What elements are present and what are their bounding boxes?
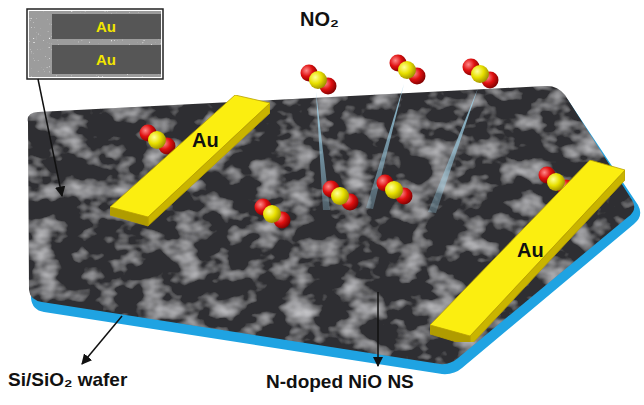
no2-molecule (390, 55, 426, 85)
gold-pad: Au (52, 45, 161, 74)
film-leader (377, 292, 379, 366)
sem-inset (27, 9, 163, 79)
no2-molecule (377, 175, 413, 205)
gold-electrode: Au (430, 160, 625, 342)
electrode-label: Au (96, 19, 116, 34)
no2-molecule (255, 199, 291, 229)
part-label: N-doped NiO NS (266, 372, 414, 393)
electrode-label: Au (192, 130, 219, 150)
no2-molecule (463, 59, 499, 89)
niO-film (28, 86, 635, 364)
electrode-shape (110, 95, 270, 227)
electrode-top (430, 160, 625, 336)
gold-electrode: Au (110, 95, 270, 227)
electrode-label: Au (96, 52, 116, 67)
gold-pad: Au (52, 14, 161, 39)
part-label: NO₂ (300, 8, 339, 30)
wafer-leader (82, 316, 122, 364)
no2-molecule (323, 181, 359, 211)
electrode-label: Au (517, 240, 544, 260)
sem-inset-ground (29, 11, 161, 77)
electrode-side (470, 170, 625, 342)
electrode-top (110, 95, 270, 217)
part-label: Si/SiO₂ wafer (8, 370, 127, 391)
adsorption-beam (428, 88, 478, 213)
no2-molecule (301, 65, 337, 95)
no2-molecule (140, 125, 176, 155)
inset-leader (38, 79, 62, 196)
